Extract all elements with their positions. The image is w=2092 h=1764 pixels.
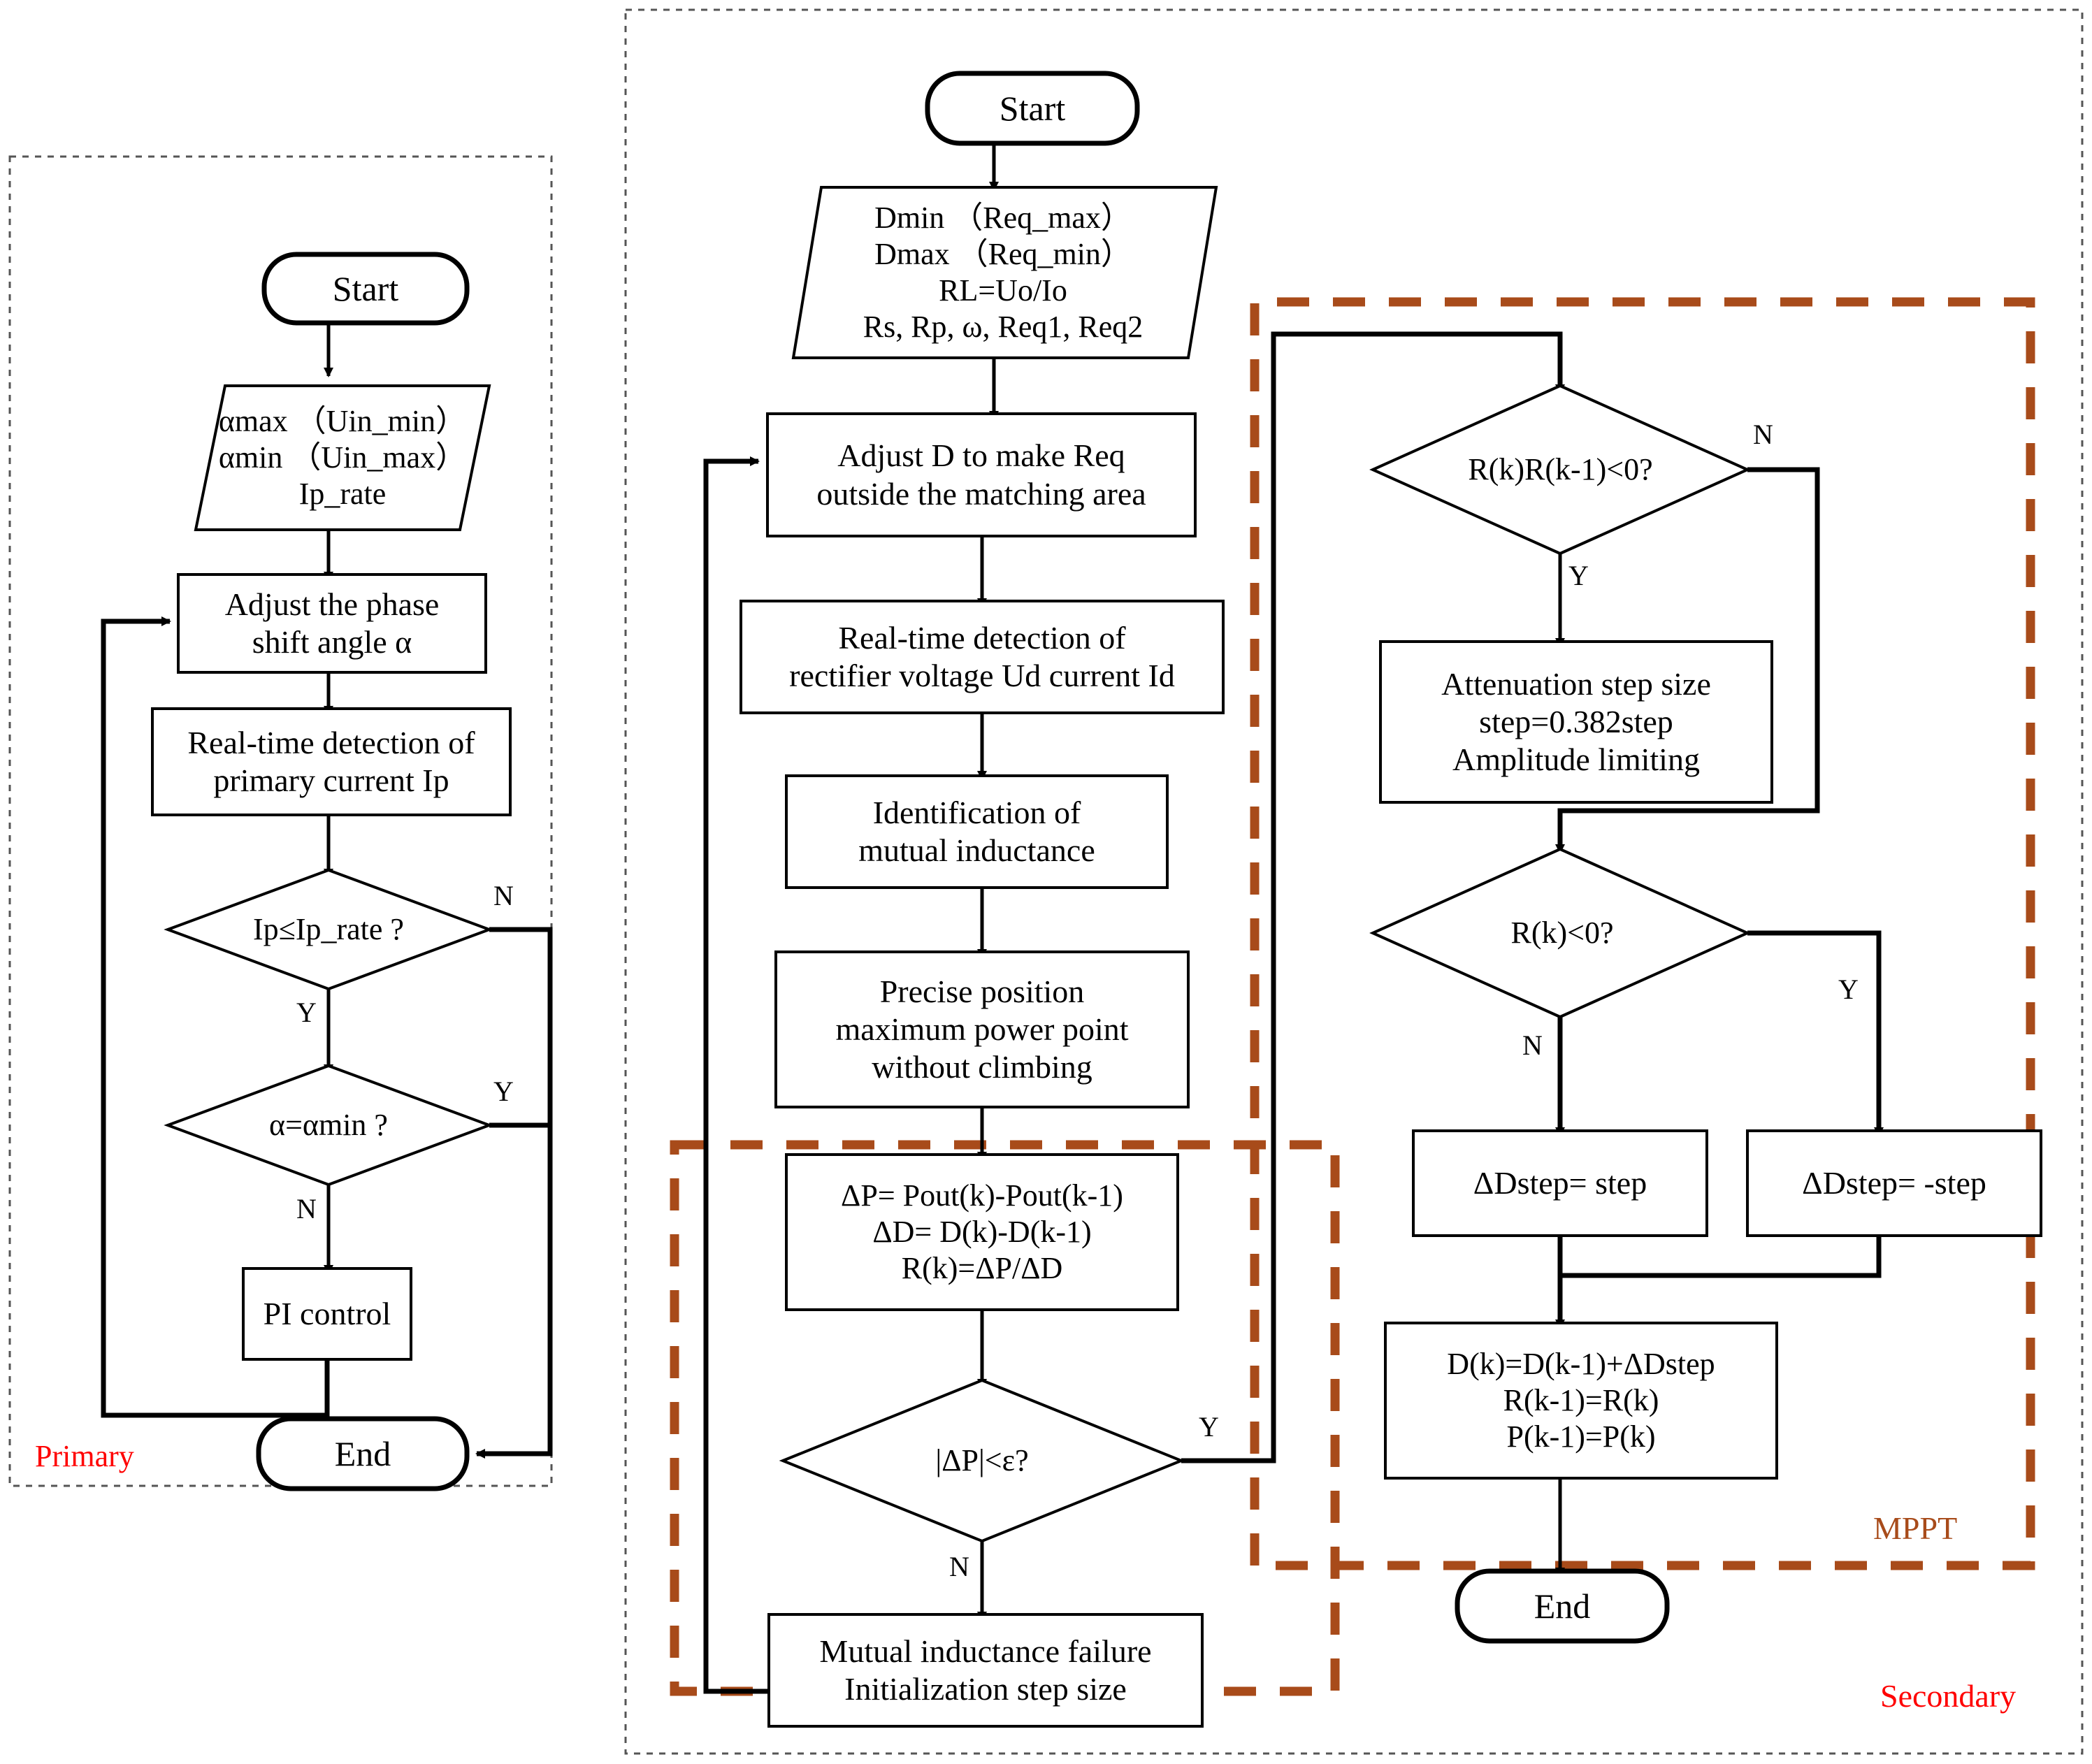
primary-end-shape: [256, 1416, 470, 1491]
mppt-merge-line: [1555, 1236, 1882, 1329]
secondary-failure-shape: [767, 1613, 1204, 1728]
mppt-sign-decision-shape: [1369, 384, 1751, 556]
secondary-eps-yes-line: [1181, 1380, 1276, 1463]
secondary-start-shape: [925, 71, 1140, 146]
secondary-adjust-d-shape: [766, 412, 1197, 537]
mppt-step-neg-shape: [1746, 1129, 2042, 1237]
mppt-end-shape: [1455, 1568, 1670, 1644]
primary-pi-shape: [242, 1267, 412, 1361]
primary-decision1-yes-label: Y: [296, 997, 317, 1028]
primary-decision2-no-label: N: [296, 1193, 317, 1224]
primary-decision2-yes-label: Y: [493, 1076, 514, 1107]
primary-n-branch-line: [475, 927, 553, 1459]
mppt-update-shape: [1384, 1322, 1778, 1480]
primary-zone-label: Primary: [35, 1439, 134, 1473]
mppt-zone-label: MPPT: [1873, 1510, 1958, 1546]
secondary-zone-label: Secondary: [1880, 1678, 2017, 1714]
primary-detect-shape: [151, 707, 512, 816]
mppt-neg-no-label: N: [1522, 1029, 1543, 1061]
primary-feedback-line: [101, 616, 330, 1418]
mppt-sign-no-label: N: [1753, 419, 1773, 450]
secondary-precise-shape: [774, 950, 1190, 1108]
mppt-neg-yes-label: Y: [1838, 974, 1859, 1005]
mppt-neg-decision-shape: [1369, 847, 1751, 1019]
secondary-zone-border: [624, 8, 2084, 1755]
primary-io-shape: [194, 384, 491, 531]
primary-decision2-shape: [164, 1064, 493, 1187]
mppt-attenuation-shape: [1379, 640, 1773, 804]
primary-start-shape: [261, 252, 470, 326]
secondary-feedback-line: [703, 456, 769, 1694]
secondary-eps-no-label: N: [949, 1551, 969, 1582]
primary-decision1-shape: [164, 868, 493, 991]
secondary-delta-shape: [785, 1153, 1179, 1311]
secondary-io-shape: [791, 186, 1218, 359]
mppt-sign-yes-label: Y: [1568, 560, 1589, 591]
mppt-sign-no-line: [1555, 467, 1820, 854]
mppt-entry-line: [1271, 331, 1565, 1380]
mppt-neg-yes-line: [1747, 930, 1884, 1137]
secondary-identify-shape: [785, 774, 1169, 889]
mppt-step-pos-shape: [1412, 1129, 1708, 1237]
mppt-zone-border-right: [1250, 297, 2035, 1570]
secondary-eps-decision-shape: [779, 1378, 1185, 1543]
secondary-detect-shape: [740, 600, 1225, 714]
primary-adjust-shape: [177, 573, 487, 674]
primary-decision1-no-label: N: [493, 880, 514, 911]
secondary-eps-yes-label: Y: [1199, 1411, 1219, 1443]
